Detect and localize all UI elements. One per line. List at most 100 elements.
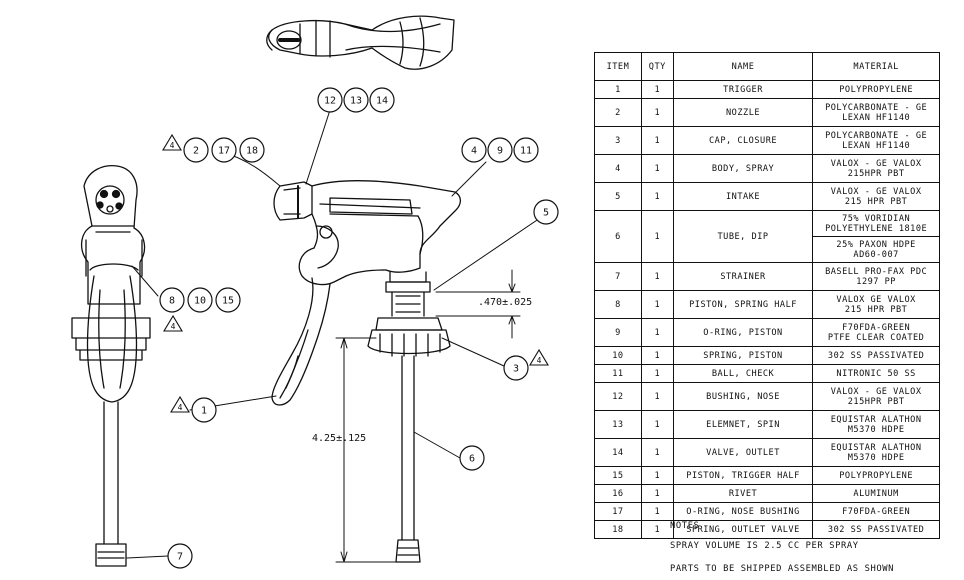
material-line: 215 HPR PBT — [844, 304, 908, 315]
material-line: POLYCARBONATE - GE — [825, 130, 928, 141]
callout-balloon — [461, 137, 487, 163]
header-name: NAME — [672, 52, 814, 81]
item-qty: 1 — [640, 154, 674, 183]
material-line: POLYPROPYLENE — [839, 470, 914, 481]
item-qty: 1 — [640, 98, 674, 127]
material-line: 215 HPR PBT — [844, 196, 908, 207]
item-number: 11 — [594, 364, 642, 383]
item-number: 12 — [594, 382, 642, 411]
item-material: POLYPROPYLENE — [812, 466, 940, 485]
callout-number: 8 — [169, 296, 175, 307]
callout-number: 1 — [201, 406, 207, 417]
side-view — [271, 180, 462, 563]
note-shipping: PARTS TO BE SHIPPED ASSEMBLED AS SHOWN — [670, 564, 895, 574]
material-line: 75% VORIDIAN — [842, 213, 911, 224]
item-number: 16 — [594, 484, 642, 503]
item-qty: 1 — [640, 182, 674, 211]
item-name: RIVET — [672, 484, 814, 503]
item-qty: 1 — [640, 80, 674, 99]
material-line: F70FDA-GREEN — [842, 322, 911, 333]
header-material: MATERIAL — [812, 52, 940, 81]
material-line: POLYPROPYLENE — [839, 84, 914, 95]
item-name: PISTON, SPRING HALF — [672, 290, 814, 319]
material-line: ALUMINUM — [853, 488, 899, 499]
material-line: POLYETHYLENE 1810E — [825, 223, 928, 234]
callout-balloon — [459, 445, 485, 471]
item-number: 2 — [594, 98, 642, 127]
material-line: EQUISTAR ALATHON — [830, 442, 922, 453]
callout-balloon — [191, 397, 217, 423]
material-line: POLYCARBONATE - GE — [825, 102, 928, 113]
callout-number: 18 — [246, 146, 258, 157]
callout-number: 4 — [471, 146, 477, 157]
item-name: O-RING, PISTON — [672, 318, 814, 347]
material-line: VALOX - GE VALOX — [830, 386, 922, 397]
item-number: 6 — [594, 210, 642, 263]
material-line: 302 SS PASSIVATED — [827, 524, 925, 535]
item-material: NITRONIC 50 SS — [812, 364, 940, 383]
callout-balloon — [503, 355, 529, 381]
item-name: TUBE, DIP — [672, 210, 814, 263]
front-view — [71, 164, 151, 567]
header-qty: QTY — [640, 52, 674, 81]
callout-number: 13 — [350, 96, 362, 107]
callout-balloon — [159, 287, 185, 313]
warning-triangle-icon — [163, 314, 183, 332]
callout-number: 10 — [194, 296, 206, 307]
callout-number: 7 — [177, 552, 183, 563]
item-name: NOZZLE — [672, 98, 814, 127]
warning-number: 4 — [537, 356, 542, 365]
callout-balloon — [211, 137, 237, 163]
callout-number: 15 — [222, 296, 234, 307]
warning-number: 4 — [170, 141, 175, 150]
material-line: VALOX GE VALOX — [836, 294, 916, 305]
item-name: PISTON, TRIGGER HALF — [672, 466, 814, 485]
item-name: INTAKE — [672, 182, 814, 211]
item-number: 18 — [594, 520, 642, 539]
material-line: VALOX - GE VALOX — [830, 158, 922, 169]
warning-number: 4 — [171, 322, 176, 331]
item-number: 15 — [594, 466, 642, 485]
item-material: 302 SS PASSIVATED — [812, 520, 940, 539]
header-item: ITEM — [594, 52, 642, 81]
item-qty: 1 — [640, 410, 674, 439]
item-qty: 1 — [640, 210, 674, 263]
material-line: LEXAN HF1140 — [842, 112, 911, 123]
note-spray-volume: SPRAY VOLUME IS 2.5 CC PER SPRAY — [670, 541, 859, 551]
callout-balloon — [487, 137, 513, 163]
callout-balloon — [533, 199, 559, 225]
item-qty: 1 — [640, 382, 674, 411]
item-name: ELEMNET, SPIN — [672, 410, 814, 439]
material-line: BASELL PRO-FAX PDC — [825, 266, 928, 277]
item-name: CAP, CLOSURE — [672, 126, 814, 155]
item-qty: 1 — [640, 466, 674, 485]
warning-triangle-icon — [162, 133, 182, 151]
warning-number: 4 — [178, 403, 183, 412]
dimension-gap: .470±.025 — [478, 297, 532, 308]
item-qty: 1 — [640, 126, 674, 155]
item-name: SPRING, PISTON — [672, 346, 814, 365]
notes-heading: NOTES — [670, 521, 700, 531]
callout-number: 9 — [497, 146, 503, 157]
item-name: BODY, SPRAY — [672, 154, 814, 183]
material-line: 25% PAXON HDPE — [836, 239, 916, 250]
dimension-height: 4.25±.125 — [312, 433, 366, 444]
